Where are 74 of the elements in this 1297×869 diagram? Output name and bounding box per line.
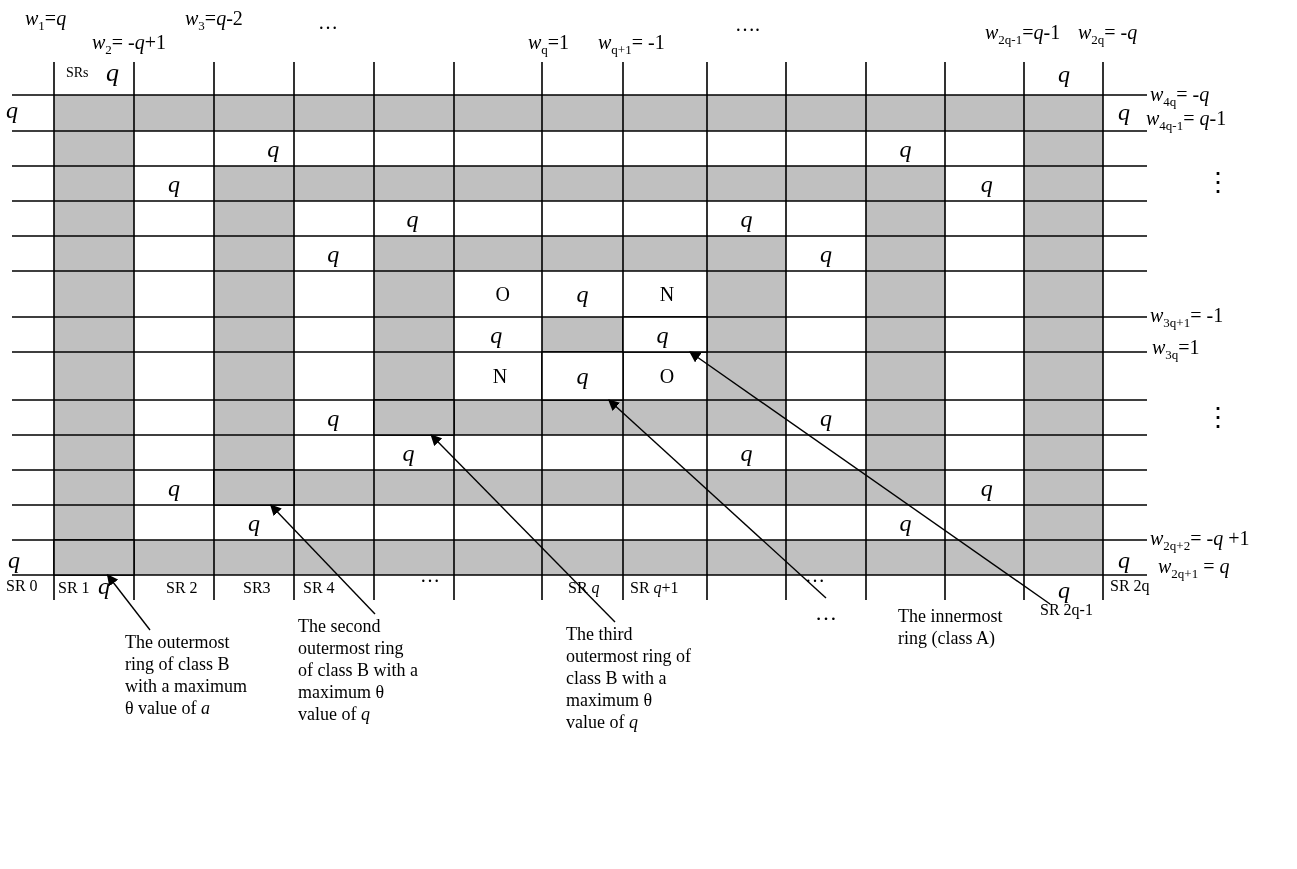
column-label: SRs — [66, 66, 89, 80]
letter-label: O — [659, 366, 675, 386]
column-label: SR3 — [243, 580, 271, 596]
letter-label: O — [495, 284, 510, 304]
variable-label: q — [820, 241, 832, 266]
variable-label: q — [98, 574, 110, 598]
variable-label: q — [168, 475, 180, 500]
formula-label: w$_{2q+1}$ = q — [1158, 556, 1230, 580]
letter-label: N — [659, 284, 675, 304]
variable-label: q — [656, 322, 669, 347]
column-label: SR 0 — [6, 578, 38, 594]
variable-label: q — [267, 136, 280, 161]
variable-label: q — [327, 241, 340, 266]
variable-label: q — [406, 206, 419, 231]
formula-label: w$_{1}$=q — [25, 8, 67, 32]
formula-label: w$_{3q+1}$= -1 — [1150, 305, 1224, 329]
column-label: SR 2q — [1110, 578, 1150, 594]
column-label: SR 2 — [166, 580, 198, 596]
variable-label: q — [820, 405, 832, 430]
formula-label: w$_{2}$= -q+1 — [92, 32, 167, 56]
column-label: SR 4 — [303, 580, 335, 596]
letter-label: N — [492, 366, 508, 386]
variable-label: q — [980, 171, 993, 196]
callout-text: The third outermost ring of class B with a maximum θ value of q — [566, 624, 694, 734]
formula-label: w$_{q}$=1 — [528, 32, 570, 56]
grid-cell — [53, 539, 135, 576]
grid-cell — [622, 316, 708, 353]
column-label: SR 1 — [58, 580, 90, 596]
formula-label: w$_{2q}$= -q — [1078, 22, 1138, 46]
callout-text: The second outermost ring of class B with a maximum θ value of q — [298, 616, 420, 726]
variable-label: q — [1118, 548, 1130, 572]
variable-label: q — [168, 171, 180, 196]
callout-text: The outermost ring of class B with a maximum θ value of a — [125, 632, 253, 720]
formula-label: w$_{4q-1}$= q-1 — [1146, 108, 1227, 132]
variable-label: q — [490, 322, 503, 347]
variable-label: q — [248, 510, 260, 535]
formula-label: w$_{4q}$= -q — [1150, 84, 1210, 108]
variable-label: q — [980, 475, 993, 500]
formula-label: w$_{3}$=q-2 — [185, 8, 243, 32]
variable-label: q — [740, 206, 753, 231]
variable-label: q — [327, 405, 340, 430]
formula-label: w$_{q+1}$= -1 — [598, 32, 665, 56]
leader-arrow — [106, 574, 151, 631]
variable-label: q — [106, 60, 119, 86]
leader-arrow — [430, 434, 616, 623]
variable-label: q — [576, 282, 589, 306]
variable-label: q — [1058, 62, 1070, 86]
column-label: SR q+1 — [630, 580, 679, 596]
ellipsis: …. — [735, 14, 760, 34]
variable-label: q — [899, 136, 912, 161]
leader-arrow — [269, 504, 376, 615]
variable-label: q — [740, 440, 753, 465]
leader-arrow — [608, 399, 827, 599]
formula-label: w$_{3q}$=1 — [1152, 337, 1200, 361]
variable-label: q — [6, 98, 18, 122]
ellipsis: … — [805, 565, 825, 585]
leader-arrow — [689, 351, 1051, 605]
variable-label: q — [899, 510, 912, 535]
ellipsis: … — [420, 565, 440, 585]
callout-text: The innermost ring (class A) — [898, 606, 1018, 650]
grid-cell — [541, 351, 624, 401]
ellipsis: … — [318, 12, 338, 32]
variable-label: q — [402, 440, 415, 465]
grid-cell — [373, 399, 455, 436]
formula-label: w$_{2q-1}$=q-1 — [985, 22, 1061, 46]
column-label: SR 2q-1 — [1040, 602, 1093, 618]
grid-cell — [213, 469, 295, 506]
variable-label: q — [1118, 100, 1130, 124]
formula-label: w$_{2q+2}$= -q +1 — [1150, 528, 1250, 552]
ellipsis: ⋮ — [1205, 405, 1231, 431]
variable-label: q — [576, 364, 589, 388]
variable-label: q — [8, 548, 20, 572]
ellipsis: ⋮ — [1205, 170, 1231, 196]
ellipsis: … — [815, 600, 837, 627]
